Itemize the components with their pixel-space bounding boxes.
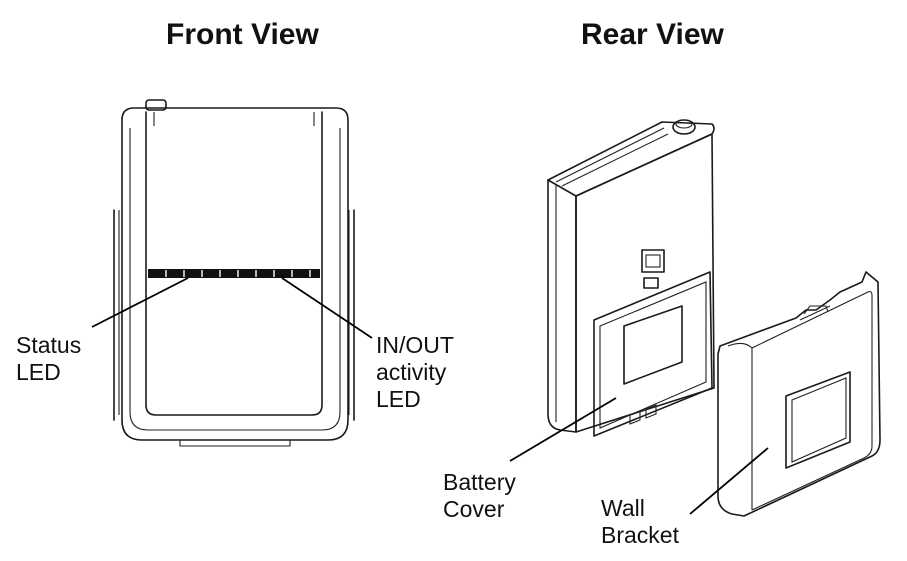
wall-bracket-leader	[689, 447, 769, 515]
inout-activity-led-label: IN/OUT activity LED	[376, 332, 454, 413]
status-led-label-line-1: Status	[16, 332, 82, 358]
led-bar	[148, 269, 320, 278]
wall-bracket-part	[717, 271, 881, 517]
inout-led-leader	[281, 277, 373, 339]
battery-cover-label-line-2: Cover	[443, 496, 505, 522]
rear-view-device	[547, 119, 715, 437]
wall-bracket-label: Wall Bracket	[601, 495, 679, 549]
inout-led-label-line-2: activity	[376, 359, 447, 385]
status-led-label: Status LED	[16, 332, 81, 386]
battery-cover-label: Battery Cover	[443, 469, 516, 523]
status-led-label-line-2: LED	[16, 359, 61, 385]
wall-bracket-label-line-2: Bracket	[601, 522, 679, 548]
inout-led-label-line-1: IN/OUT	[376, 332, 454, 358]
front-view-device	[113, 99, 355, 447]
battery-cover-leader	[509, 397, 617, 462]
status-led-leader	[91, 277, 189, 328]
front-view-title: Front View	[166, 18, 319, 51]
inout-led-label-line-3: LED	[376, 386, 421, 412]
rear-view-title: Rear View	[581, 18, 724, 51]
wall-bracket-label-line-1: Wall	[601, 495, 645, 521]
battery-cover-label-line-1: Battery	[443, 469, 516, 495]
